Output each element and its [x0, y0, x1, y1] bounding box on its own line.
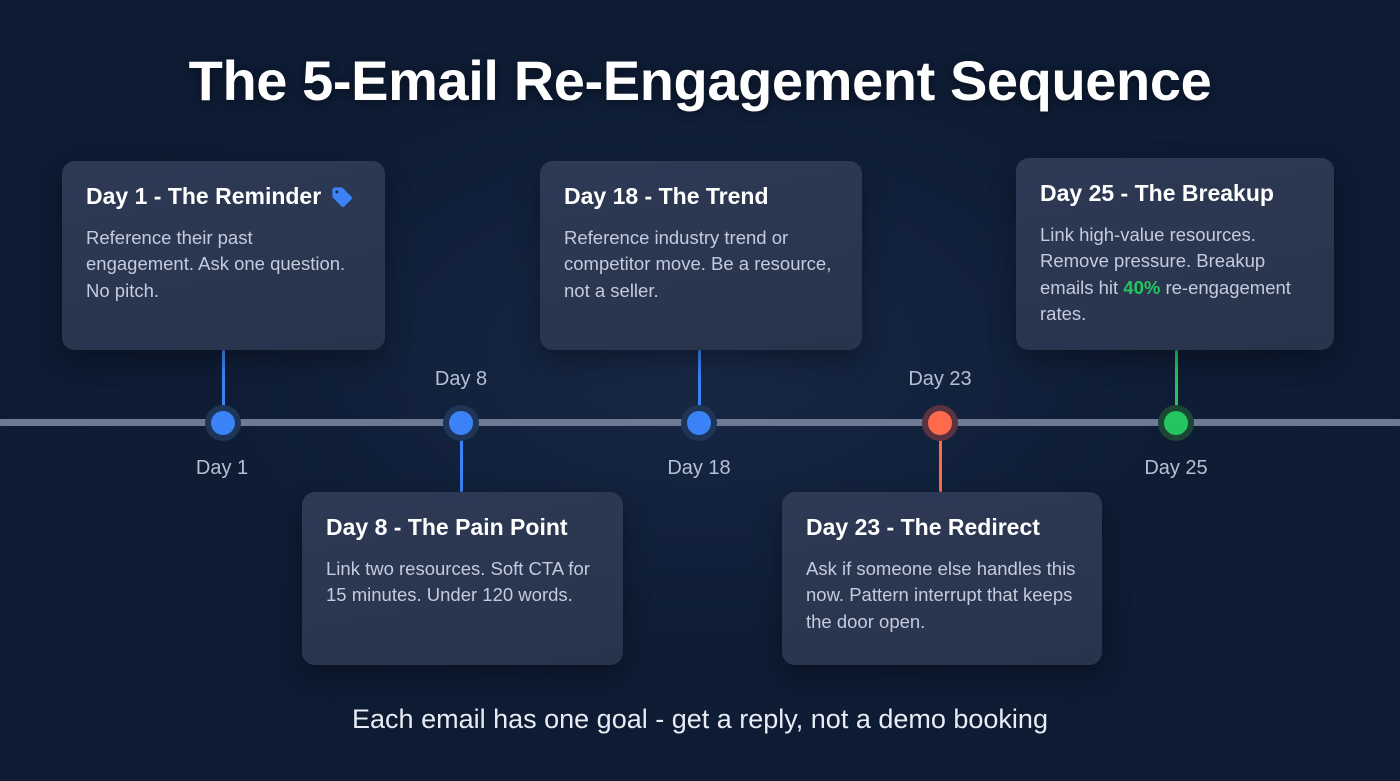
timeline-card-day-1[interactable]: Day 1 - The Reminder Reference their pas…	[62, 161, 385, 350]
card-body: Link two resources. Soft CTA for 15 minu…	[326, 557, 590, 606]
card-body: Ask if someone else handles this now. Pa…	[806, 557, 1076, 632]
stat-highlight: 40%	[1123, 276, 1161, 298]
timeline-dot-core	[928, 411, 952, 435]
card-title-text: Day 8 - The Pain Point	[326, 514, 568, 540]
page-title: The 5-Email Re-Engagement Sequence	[188, 49, 1212, 112]
connector-day-18	[698, 350, 701, 412]
tick-label-day-18: Day 18	[667, 457, 731, 479]
card-title: Day 25 - The Breakup	[1040, 180, 1310, 208]
timeline-dot-core	[449, 411, 473, 435]
card-title-text: Day 25 - The Breakup	[1040, 180, 1274, 206]
tick-label-day-1: Day 1	[195, 457, 249, 479]
timeline-dot-core	[211, 411, 235, 435]
timeline-dot-day-18[interactable]	[681, 405, 717, 441]
timeline-card-day-23[interactable]: Day 23 - The Redirect Ask if someone els…	[782, 492, 1102, 665]
timeline-card-day-18[interactable]: Day 18 - The Trend Reference industry tr…	[540, 161, 862, 350]
card-title: Day 1 - The Reminder	[86, 183, 361, 211]
card-body: Reference industry trend or competitor m…	[564, 226, 832, 301]
connector-day-8	[460, 430, 463, 492]
timeline-dot-day-1[interactable]	[205, 405, 241, 441]
connector-day-23	[939, 430, 942, 492]
timeline-dot-day-23[interactable]	[922, 405, 958, 441]
card-title: Day 23 - The Redirect	[806, 514, 1078, 542]
card-body-before: Link high-value resources. Remove pressu…	[1040, 223, 1266, 298]
card-title-text: Day 18 - The Trend	[564, 183, 769, 209]
connector-day-1	[222, 350, 225, 412]
footer-caption: Each email has one goal - get a reply, n…	[352, 704, 1048, 734]
card-title: Day 8 - The Pain Point	[326, 514, 599, 542]
card-title-text: Day 23 - The Redirect	[806, 514, 1040, 540]
card-title: Day 18 - The Trend	[564, 183, 838, 211]
tag-icon	[330, 185, 354, 209]
card-body: Reference their past engagement. Ask one…	[86, 226, 346, 301]
timeline-dot-core	[687, 411, 711, 435]
timeline-card-day-25[interactable]: Day 25 - The Breakup Link high-value res…	[1016, 158, 1334, 350]
timeline-dot-core	[1164, 411, 1188, 435]
timeline-dot-day-25[interactable]	[1158, 405, 1194, 441]
timeline-dot-day-8[interactable]	[443, 405, 479, 441]
tick-label-day-8: Day 8	[434, 368, 488, 390]
card-body-after: re-engagement rates.	[1040, 276, 1291, 324]
card-body: Link high-value resources. Remove pressu…	[1040, 222, 1310, 328]
card-title-text: Day 1 - The Reminder	[86, 183, 322, 209]
tick-label-day-23: Day 23	[908, 368, 972, 390]
tick-label-day-25: Day 25	[1144, 457, 1208, 479]
connector-day-25	[1175, 350, 1178, 412]
timeline-card-day-8[interactable]: Day 8 - The Pain Point Link two resource…	[302, 492, 623, 665]
